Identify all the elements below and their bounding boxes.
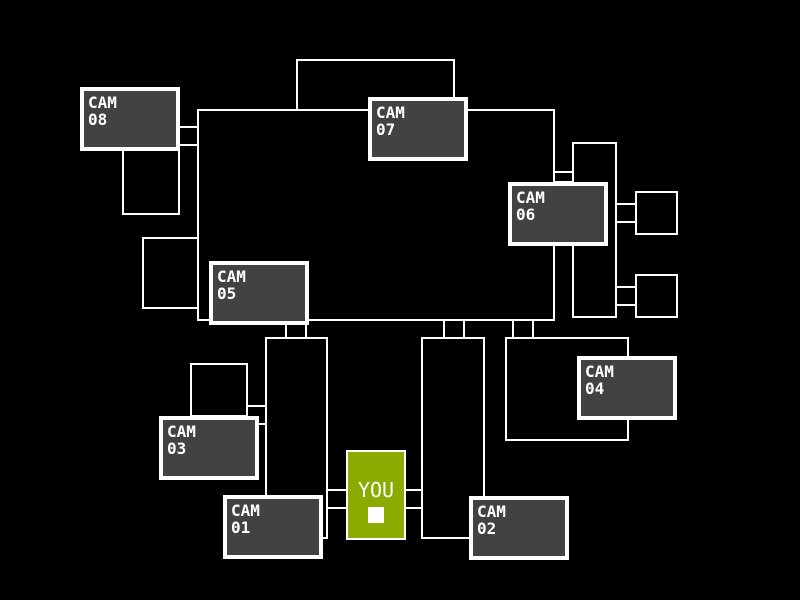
player-square-icon (368, 507, 384, 523)
main-south-connectors (285, 320, 534, 338)
cam-number: 03 (167, 439, 187, 458)
cam-label: CAM (231, 501, 260, 520)
cam08-room (122, 149, 180, 215)
office-connectors (327, 489, 422, 509)
cam-number: 01 (231, 518, 251, 537)
cam-number: 05 (217, 284, 237, 303)
left-room (142, 237, 199, 309)
cam-label: CAM (88, 93, 117, 112)
you-marker: YOU (346, 450, 406, 540)
cam-number: 07 (376, 120, 396, 139)
cam-label: CAM (376, 103, 405, 122)
right-closet-2 (635, 274, 678, 318)
cam-label: CAM (516, 188, 545, 207)
cam-label: CAM (585, 362, 614, 381)
cam-number: 04 (585, 379, 605, 398)
cam-label: CAM (167, 422, 196, 441)
cam08-connector (179, 126, 198, 146)
you-label: YOU (357, 478, 395, 502)
cam-number: 02 (477, 519, 497, 538)
cam-label: CAM (477, 502, 506, 521)
cam03-closet (190, 363, 248, 417)
right-closet-1 (635, 191, 678, 235)
closet-connectors (616, 203, 636, 306)
right-corridor-connector (554, 171, 573, 183)
east-hall (421, 337, 485, 539)
cam-number: 08 (88, 110, 108, 129)
cam-label: CAM (217, 267, 246, 286)
cam-number: 06 (516, 205, 536, 224)
